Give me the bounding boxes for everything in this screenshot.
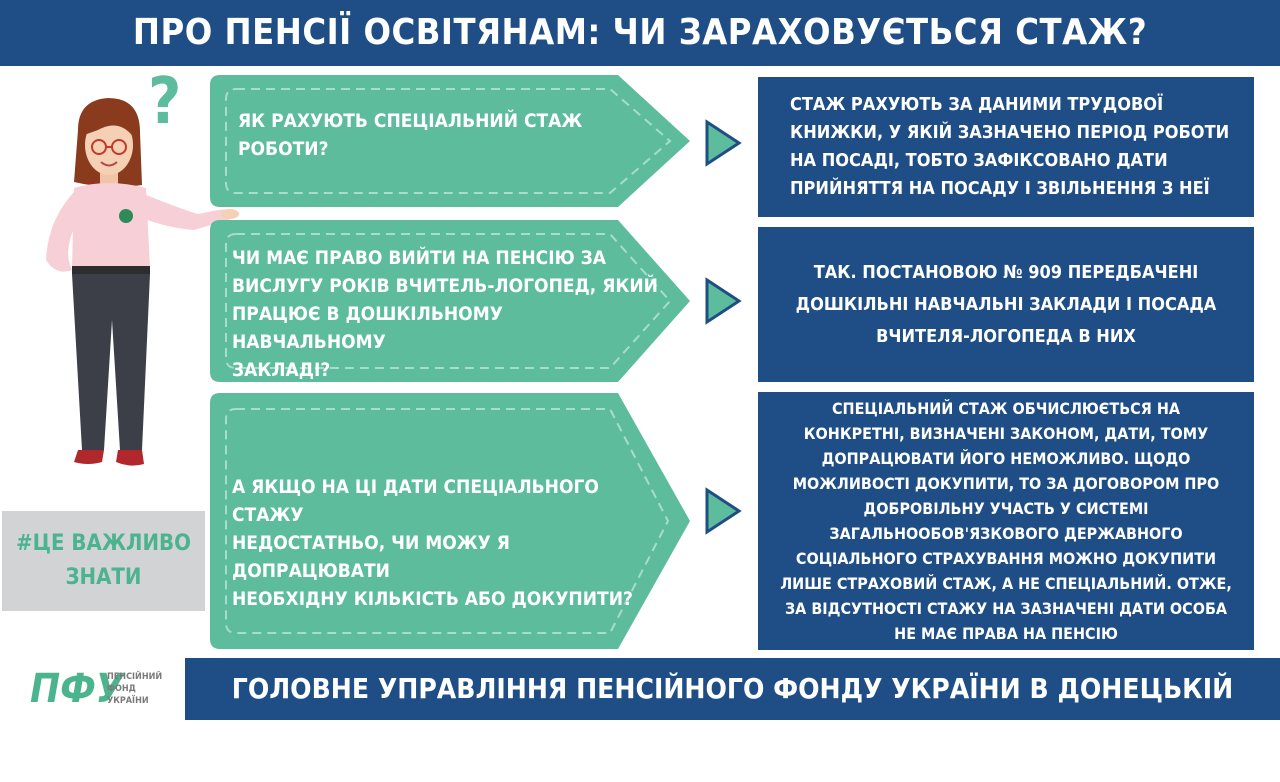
answer-3-line-8: ЛИШЕ СТРАХОВИЙ СТАЖ, А НЕ СПЕЦІАЛЬНИЙ. О… — [780, 574, 1232, 593]
answer-box-1: СТАЖ РАХУЮТЬ ЗА ДАНИМИ ТРУДОВОЇ КНИЖКИ, … — [758, 77, 1254, 217]
play-arrow-icon — [705, 487, 742, 535]
question-2-line-4: ЗАКЛАДІ? — [232, 359, 331, 381]
answer-3-line-9: ЗА ВІДСУТНОСТІ СТАЖУ НА ЗАЗНАЧЕНІ ДАТИ О… — [784, 599, 1228, 618]
answer-3-line-1: СПЕЦІАЛЬНИЙ СТАЖ ОБЧИСЛЮЄТЬСЯ НА — [831, 399, 1180, 418]
footer-text: ГОЛОВНЕ УПРАВЛІННЯ ПЕНСІЙНОГО ФОНДУ УКРА… — [231, 672, 1234, 767]
answer-1-text: СТАЖ РАХУЮТЬ ЗА ДАНИМИ ТРУДОВОЇ КНИЖКИ, … — [790, 91, 1229, 203]
logo-name-line-1: ПЕНСІЙНИЙ — [107, 672, 163, 682]
answer-1-line-3: НА ПОСАДІ, ТОБТО ЗАФІКСОВАНО ДАТИ — [790, 150, 1168, 171]
answer-3-line-3: ДОПРАЦЮВАТИ ЙОГО НЕМОЖЛИВО. ЩОДО — [821, 449, 1191, 468]
important-badge — [2, 511, 205, 611]
question-box-2: ЧИ МАЄ ПРАВО ВИЙТИ НА ПЕНСІЮ ЗА ВИСЛУГУ … — [210, 220, 690, 382]
question-box-3-shape — [210, 393, 690, 649]
answer-1-line-4: ПРИЙНЯТТЯ НА ПОСАДУ І ЗВІЛЬНЕННЯ З НЕЇ — [790, 178, 1210, 199]
question-1-text: ЯК РАХУЮТЬ СПЕЦІАЛЬНИЙ СТАЖ РОБОТИ? — [238, 107, 658, 163]
answer-2-line-2: ДОШКІЛЬНІ НАВЧАЛЬНІ ЗАКЛАДИ І ПОСАДА — [795, 293, 1217, 315]
answer-3-line-10: НЕ МАЄ ПРАВА НА ПЕНСІЮ — [894, 624, 1118, 643]
logo-name-line-2: ФОНД — [107, 684, 136, 694]
answer-3-text: СПЕЦІАЛЬНИЙ СТАЖ ОБЧИСЛЮЄТЬСЯ НА КОНКРЕТ… — [780, 396, 1232, 646]
woman-illustration — [46, 98, 239, 466]
badge-line-1: #ЦЕ ВАЖЛИВО — [16, 531, 191, 556]
header-bar — [0, 0, 1280, 66]
important-badge-text: #ЦЕ ВАЖЛИВО ЗНАТИ — [2, 527, 205, 595]
pfu-logo-name: ПЕНСІЙНИЙ ФОНД УКРАЇНИ — [107, 671, 162, 707]
footer-bar — [185, 658, 1280, 720]
answer-2-line-3: ВЧИТЕЛЯ-ЛОГОПЕДА В НИХ — [876, 325, 1136, 347]
page-title: ПРО ПЕНСІЇ ОСВІТЯНАМ: ЧИ ЗАРАХОВУЄТЬСЯ С… — [132, 12, 1148, 53]
question-2-line-1: ЧИ МАЄ ПРАВО ВИЙТИ НА ПЕНСІЮ ЗА — [232, 247, 606, 269]
question-3-line-2: НЕДОСТАТНЬО, ЧИ МОЖУ Я ДОПРАЦЮВАТИ — [232, 532, 510, 582]
answer-2-line-1: ТАК. ПОСТАНОВОЮ № 909 ПЕРЕДБАЧЕНІ — [813, 261, 1199, 283]
answer-1-line-1: СТАЖ РАХУЮТЬ ЗА ДАНИМИ ТРУДОВОЇ — [790, 94, 1164, 115]
question-2-line-3: ПРАЦЮЄ В ДОШКІЛЬНОМУ НАВЧАЛЬНОМУ — [232, 303, 503, 353]
question-2-text: ЧИ МАЄ ПРАВО ВИЙТИ НА ПЕНСІЮ ЗА ВИСЛУГУ … — [232, 244, 662, 384]
answer-1-line-2: КНИЖКИ, У ЯКІЙ ЗАЗНАЧЕНО ПЕРІОД РОБОТИ — [790, 122, 1230, 143]
question-2-line-2: ВИСЛУГУ РОКІВ ВЧИТЕЛЬ-ЛОГОПЕД, ЯКИЙ — [232, 275, 658, 297]
play-arrow-icon — [705, 277, 742, 325]
question-mark-icon: ? — [148, 65, 182, 139]
answer-3-line-4: МОЖЛИВОСТІ ДОКУПИТИ, ТО ЗА ДОГОВОРОМ ПРО — [792, 474, 1220, 493]
question-1-line-2: РОБОТИ? — [238, 138, 329, 160]
answer-3-line-5: ДОБРОВІЛЬНУ УЧАСТЬ У СИСТЕМІ — [863, 499, 1149, 518]
answer-box-3: СПЕЦІАЛЬНИЙ СТАЖ ОБЧИСЛЮЄТЬСЯ НА КОНКРЕТ… — [758, 392, 1254, 650]
answer-3-line-7: СОЦІАЛЬНОГО СТРАХУВАННЯ МОЖНО ДОКУПИТИ — [795, 549, 1217, 568]
question-1-line-1: ЯК РАХУЮТЬ СПЕЦІАЛЬНИЙ СТАЖ — [238, 110, 583, 132]
question-3-text: А ЯКЩО НА ЦІ ДАТИ СПЕЦІАЛЬНОГО СТАЖУ НЕД… — [232, 473, 672, 613]
pfu-logo: ПФУ — [30, 666, 124, 712]
logo-name-line-3: УКРАЇНИ — [107, 696, 149, 706]
play-arrow-icon — [705, 119, 742, 167]
answer-box-2: ТАК. ПОСТАНОВОЮ № 909 ПЕРЕДБАЧЕНІ ДОШКІЛ… — [758, 227, 1254, 382]
question-box-1: ЯК РАХУЮТЬ СПЕЦІАЛЬНИЙ СТАЖ РОБОТИ? — [210, 75, 690, 207]
answer-2-text: ТАК. ПОСТАНОВОЮ № 909 ПЕРЕДБАЧЕНІ ДОШКІЛ… — [796, 257, 1217, 353]
question-3-line-3: НЕОБХІДНУ КІЛЬКІСТЬ АБО ДОКУПИТИ? — [232, 588, 633, 610]
question-box-3: А ЯКЩО НА ЦІ ДАТИ СПЕЦІАЛЬНОГО СТАЖУ НЕД… — [210, 393, 690, 649]
answer-3-line-6: ЗАГАЛЬНООБОВ'ЯЗКОВОГО ДЕРЖАВНОГО — [829, 524, 1183, 543]
badge-line-2: ЗНАТИ — [65, 565, 142, 590]
answer-3-line-2: КОНКРЕТНІ, ВИЗНАЧЕНІ ЗАКОНОМ, ДАТИ, ТОМУ — [803, 424, 1209, 443]
question-box-2-shape — [210, 220, 690, 382]
question-3-line-1: А ЯКЩО НА ЦІ ДАТИ СПЕЦІАЛЬНОГО СТАЖУ — [232, 476, 599, 526]
question-box-1-shape — [210, 75, 690, 207]
